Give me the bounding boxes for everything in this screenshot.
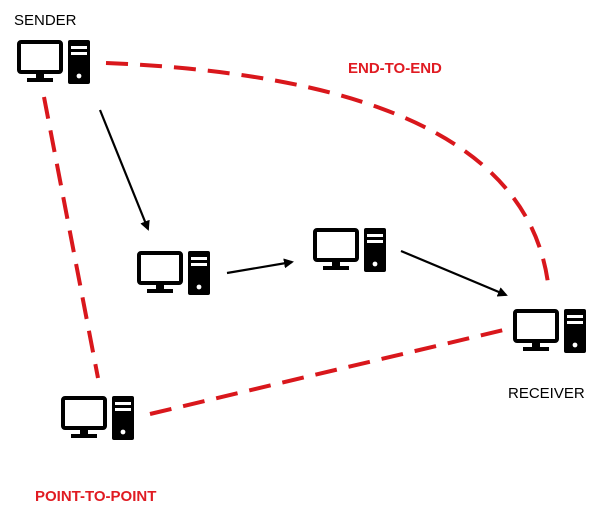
hop-1-computer-icon — [137, 249, 212, 297]
receiver-label: RECEIVER — [508, 385, 585, 402]
sender-to-bottom-link — [42, 96, 100, 379]
arrow-sender-to-hop-1 — [98, 109, 150, 231]
receiver-computer-icon — [513, 307, 588, 355]
end-to-end-link — [105, 61, 550, 284]
arrow-hop-1-to-hop-2 — [226, 258, 294, 275]
arrow-hop-2-to-receiver — [400, 249, 508, 297]
sender-computer-icon — [17, 38, 92, 86]
end-to-end-label: END-TO-END — [348, 60, 442, 77]
bottom-to-receiver-link — [149, 326, 513, 416]
sender-label: SENDER — [14, 12, 77, 29]
point-to-point-label: POINT-TO-POINT — [35, 488, 156, 505]
bottom-computer-icon — [61, 394, 136, 442]
hop-2-computer-icon — [313, 226, 388, 274]
